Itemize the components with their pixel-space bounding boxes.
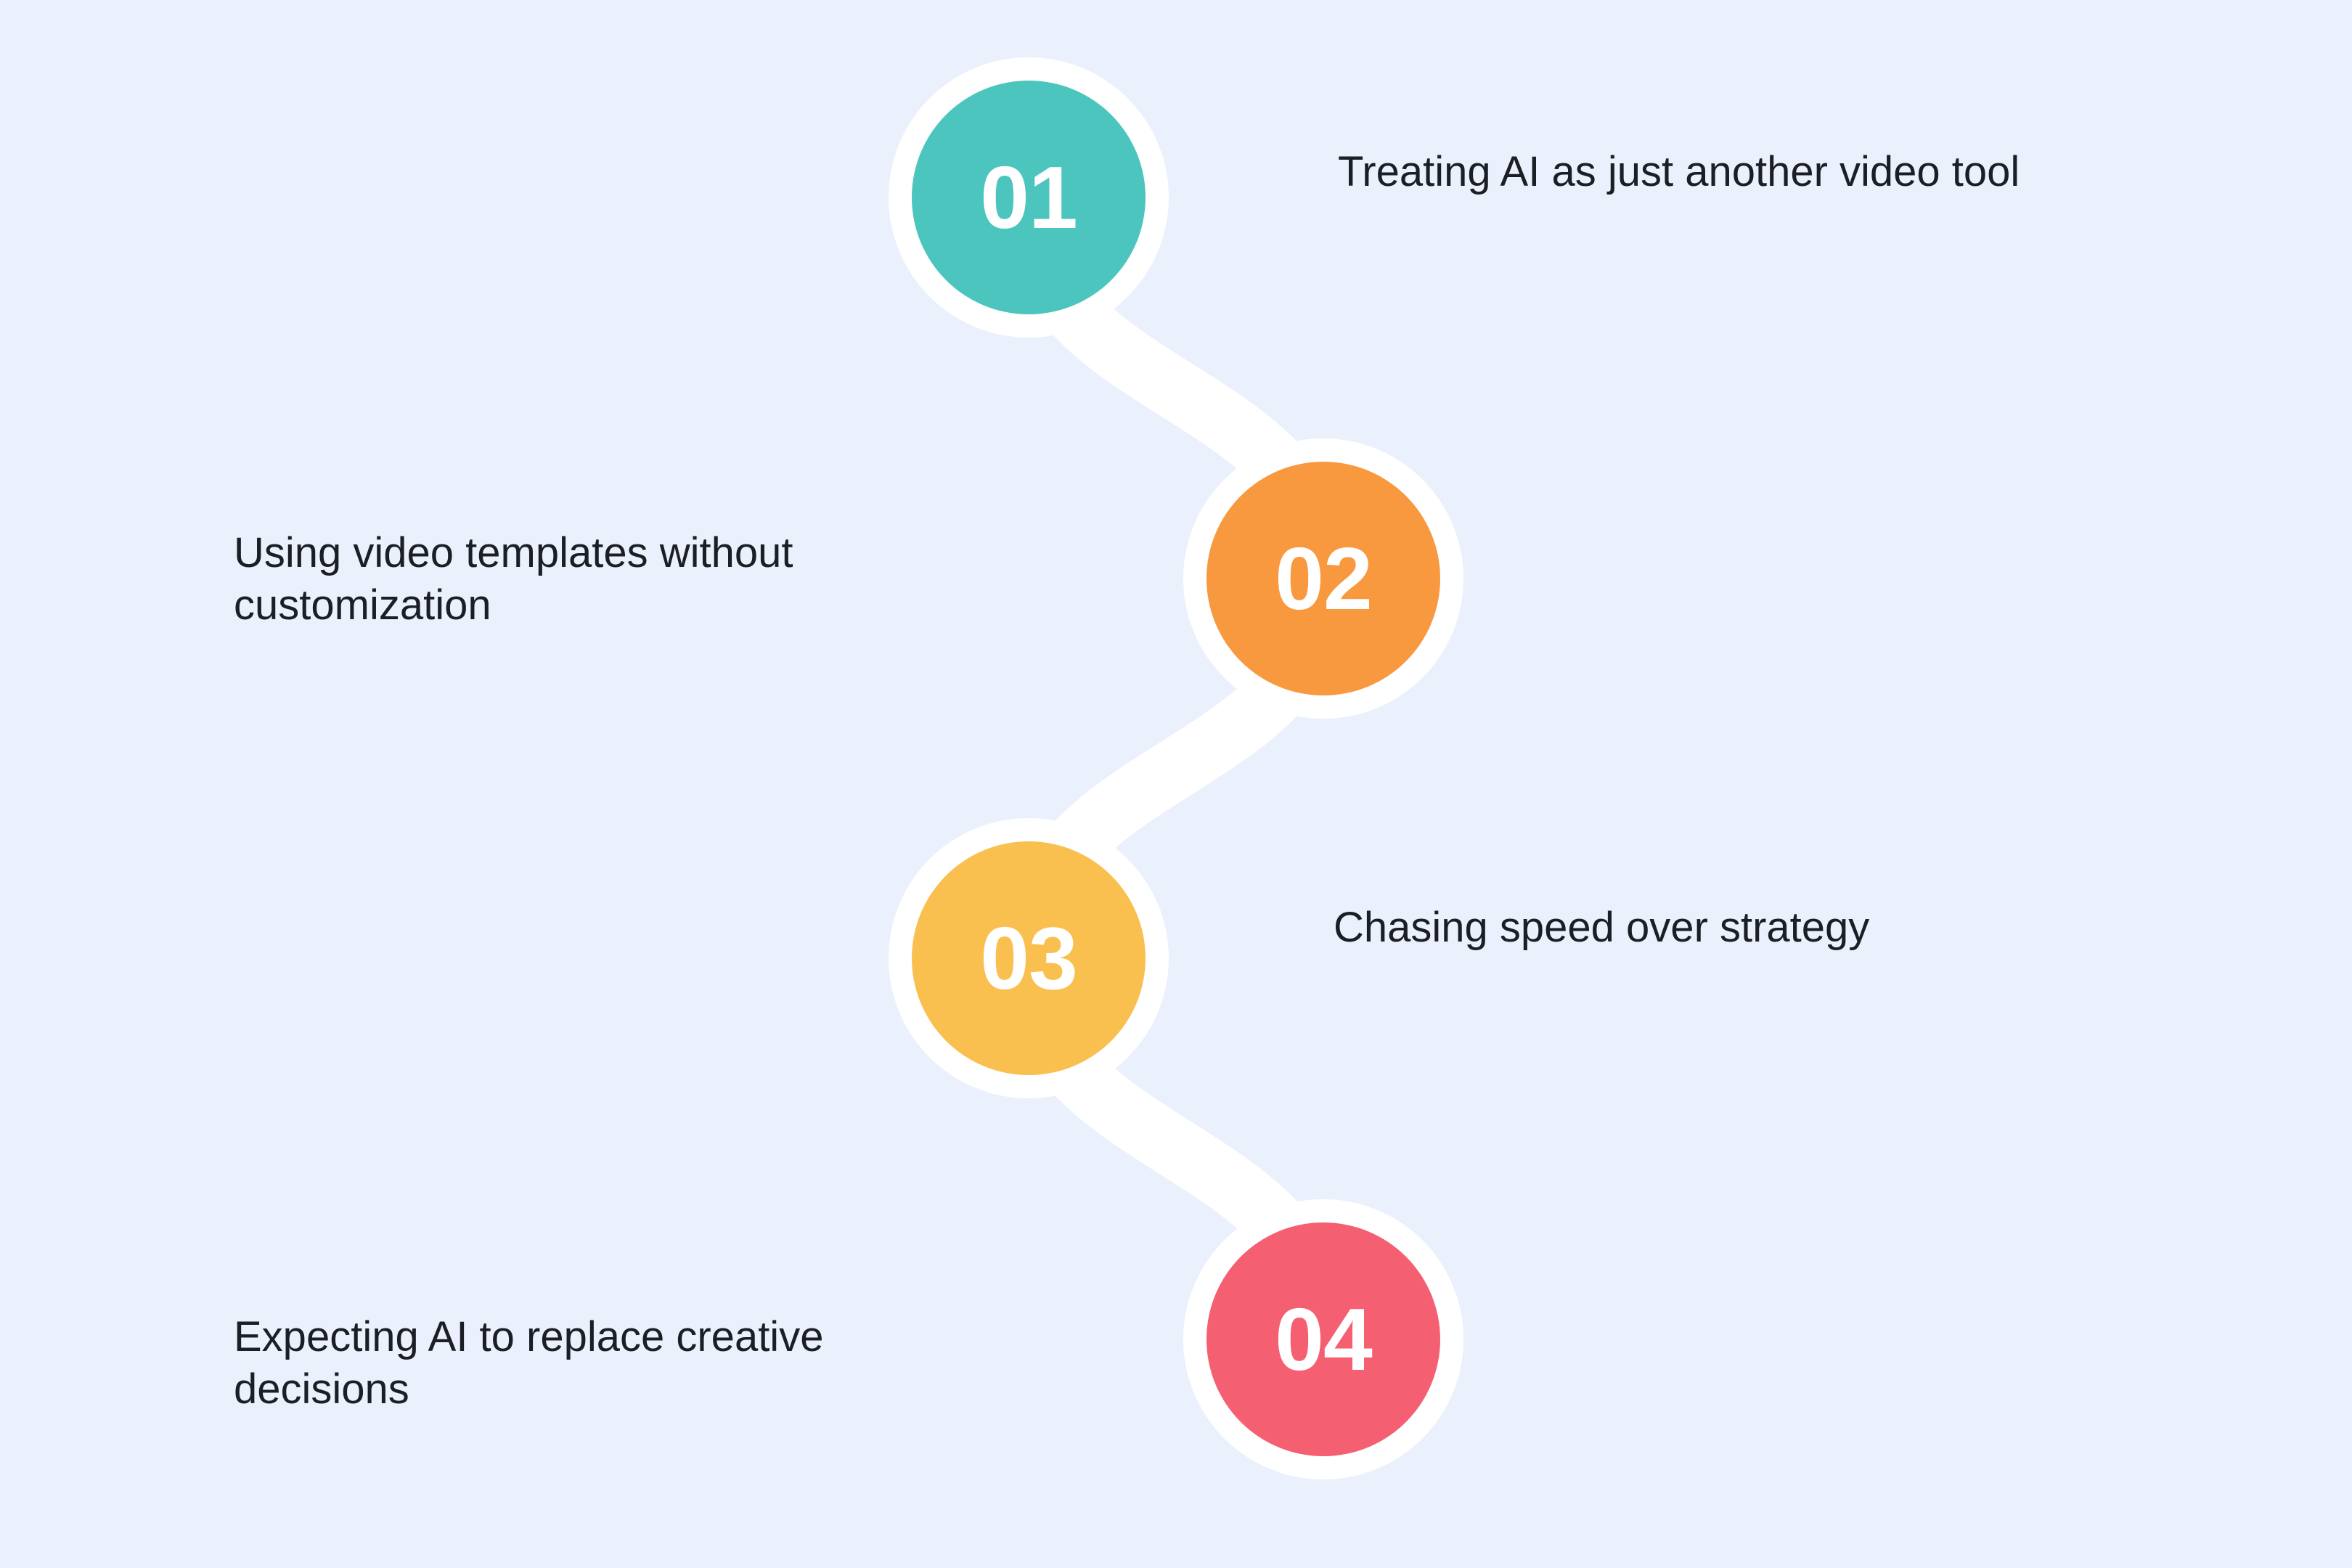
step-circle-01: 01 [912,81,1146,314]
step-number-02: 02 [1275,529,1373,628]
connector-path [998,167,1354,1370]
step-label-line: Chasing speed over strategy [1334,904,1870,951]
step-label-line: Treating AI as just another video tool [1338,148,2020,195]
step-circle-03: 03 [912,841,1146,1075]
step-number-04: 04 [1275,1290,1373,1389]
step-label-04: Expecting AI to replace creative decisio… [234,1311,823,1416]
step-label-01: Treating AI as just another video tool [1338,146,2020,198]
step-number-01: 01 [980,148,1078,247]
step-circle-04: 04 [1206,1222,1440,1456]
step-label-line: Using video templates without [234,529,793,576]
step-number-03: 03 [980,909,1078,1008]
step-label-03: Chasing speed over strategy [1334,902,1869,954]
step-label-line: Expecting AI to replace creative [234,1313,824,1360]
step-label-02: Using video templates without customizat… [234,527,793,632]
step-circle-02: 02 [1206,462,1440,695]
step-label-line: decisions [234,1365,409,1413]
step-label-line: customization [234,581,491,629]
